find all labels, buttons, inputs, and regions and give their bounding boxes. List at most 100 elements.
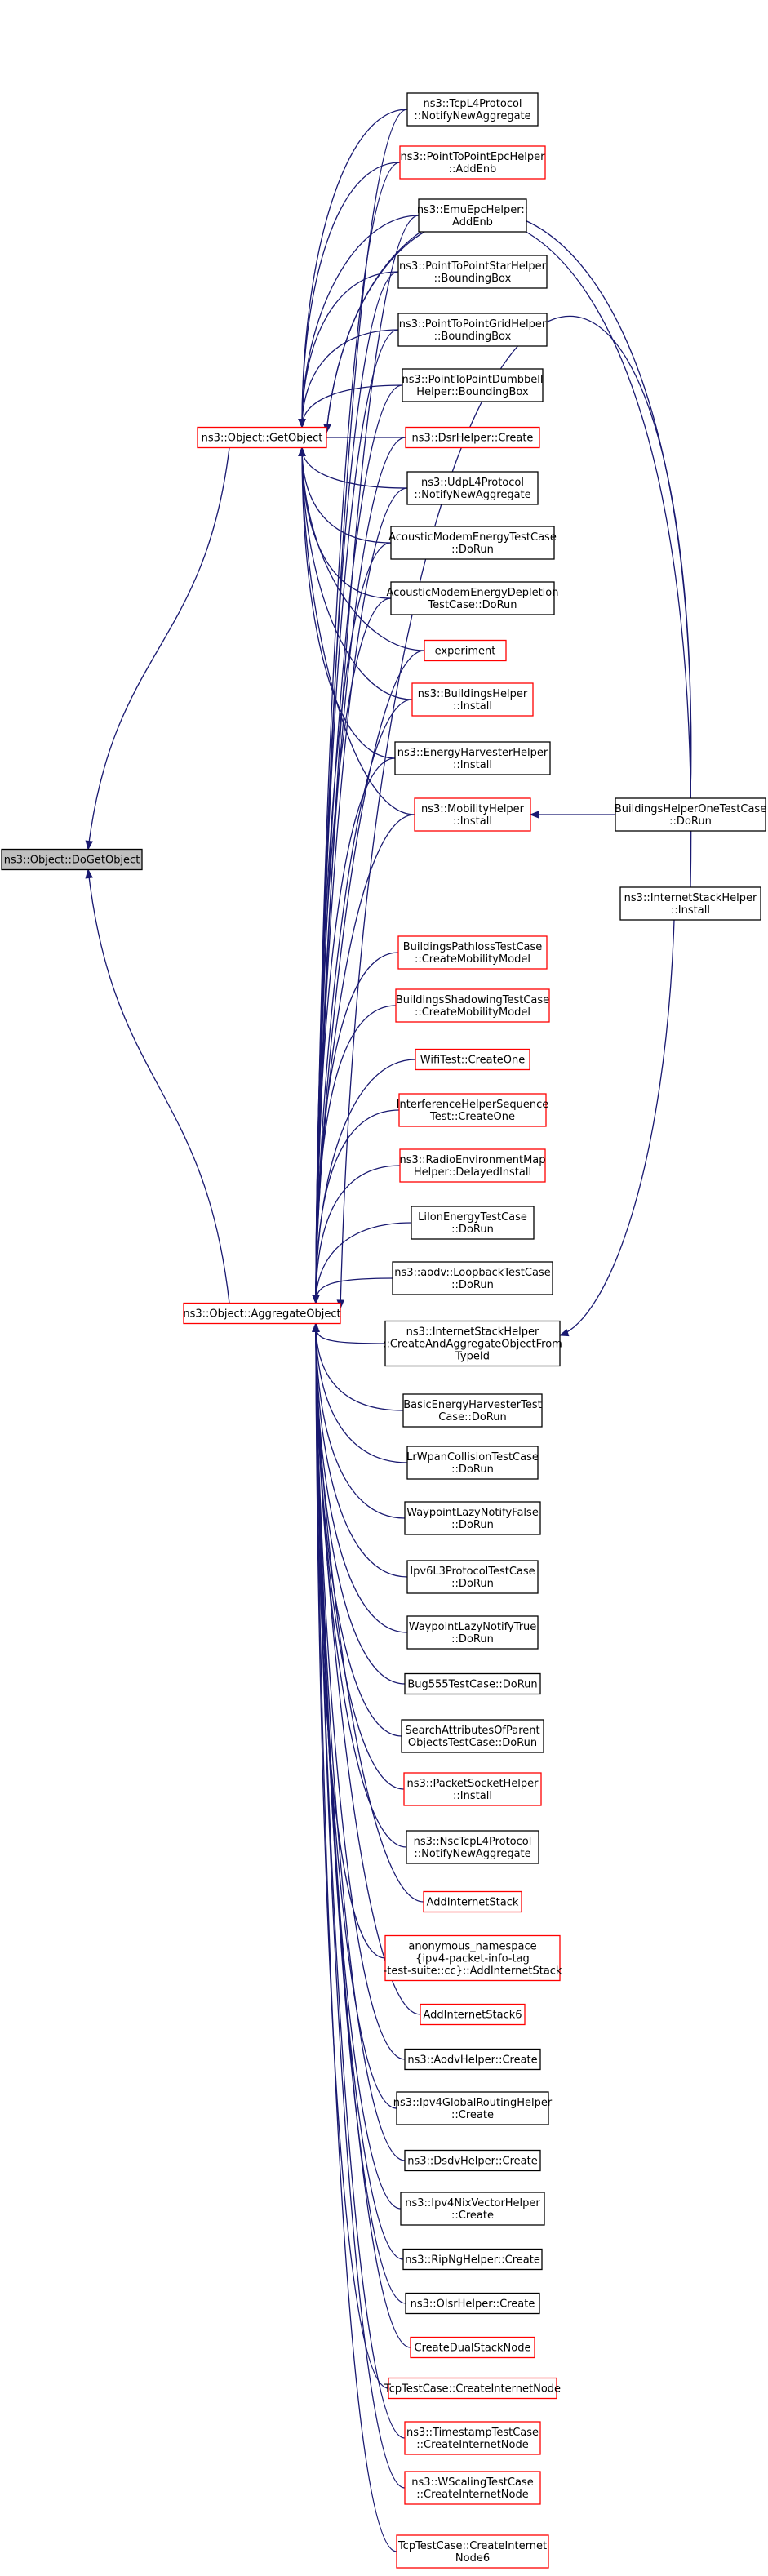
caller-node-addinternet6[interactable]: AddInternetStack6 bbox=[420, 2003, 526, 2026]
caller-node-p2pgrid[interactable]: ns3::PointToPointGridHelper::BoundingBox bbox=[397, 313, 548, 347]
caller-node-label-line: {ipv4-packet-info-tag bbox=[415, 1953, 530, 1965]
caller-node-bug555[interactable]: Bug555TestCase::DoRun bbox=[404, 1672, 541, 1695]
caller-node-box bbox=[414, 797, 531, 832]
caller-node-box bbox=[405, 426, 540, 449]
caller-node-label-line: ::DoRun bbox=[451, 1578, 494, 1590]
caller-node-box bbox=[406, 1615, 539, 1650]
caller-node-tcpcreate[interactable]: TcpTestCase::CreateInternetNode bbox=[384, 2377, 561, 2400]
caller-node-box bbox=[399, 145, 546, 180]
caller-node-label-line: ns3::TcpL4Protocol bbox=[423, 98, 522, 110]
caller-node-p2pstar[interactable]: ns3::PointToPointStarHelper::BoundingBox bbox=[397, 255, 548, 289]
caller-node-tcpl4[interactable]: ns3::TcpL4Protocol::NotifyNewAggregate bbox=[406, 92, 539, 127]
caller-node-box bbox=[396, 2091, 549, 2125]
edge-p2pepc-to-aggregate bbox=[315, 162, 401, 1304]
caller-node-ipv4nix[interactable]: ns3::Ipv4NixVectorHelper::Create bbox=[400, 2192, 545, 2226]
edge-wscaling-to-aggregate bbox=[315, 1323, 406, 2489]
caller-node-radioenv[interactable]: ns3::RadioEnvironmentMapHelper::DelayedI… bbox=[399, 1148, 546, 1183]
hub-node-aggregate[interactable]: ns3::Object::AggregateObject bbox=[183, 1302, 341, 1325]
caller-node-box bbox=[397, 255, 548, 289]
caller-node-label-line: ns3::InternetStackHelper bbox=[624, 892, 757, 904]
caller-node-box bbox=[404, 2471, 541, 2505]
caller-node-box bbox=[404, 1501, 541, 1535]
caller-node-timestamp[interactable]: ns3::TimestampTestCase::CreateInternetNo… bbox=[404, 2421, 541, 2455]
caller-node-label-line: ::DoRun bbox=[451, 1279, 494, 1291]
edge-basicenergy-to-aggregate bbox=[315, 1323, 404, 1411]
caller-node-label-line: AddInternetStack bbox=[427, 1897, 519, 1909]
caller-node-acousticdepl[interactable]: AcousticModemEnergyDepletionTestCase::Do… bbox=[386, 581, 559, 615]
caller-node-olsr[interactable]: ns3::OlsrHelper::Create bbox=[405, 2292, 540, 2315]
caller-node-label-line: ::NotifyNewAggregate bbox=[414, 1848, 530, 1860]
edges-layer bbox=[85, 109, 692, 2552]
root-node-root[interactable]: ns3::Object::DoGetObject bbox=[1, 848, 143, 871]
caller-node-label-line: ns3::BuildingsHelper bbox=[418, 688, 528, 700]
edge-interference-to-aggregate bbox=[315, 1109, 400, 1304]
caller-node-p2pdumbbell[interactable]: ns3::PointToPointDumbbellHelper::Boundin… bbox=[402, 368, 544, 402]
caller-node-interference[interactable]: InterferenceHelperSequenceTest::CreateOn… bbox=[397, 1093, 549, 1127]
caller-node-label-line: ns3::InternetStackHelper bbox=[406, 1326, 539, 1339]
caller-node-p2pepc[interactable]: ns3::PointToPointEpcHelper::AddEnb bbox=[399, 145, 546, 180]
hub-node-getobject[interactable]: ns3::Object::GetObject bbox=[197, 426, 327, 449]
caller-node-wscaling[interactable]: ns3::WScalingTestCase::CreateInternetNod… bbox=[404, 2471, 541, 2505]
caller-node-box bbox=[402, 368, 544, 402]
caller-node-lrwpan[interactable]: LrWpanCollisionTestCase::DoRun bbox=[406, 1446, 539, 1480]
caller-node-label-line: ::Install bbox=[453, 815, 492, 828]
caller-node-label-line: ns3::TimestampTestCase bbox=[406, 2427, 539, 2439]
caller-node-aodvloop[interactable]: ns3::aodv::LoopbackTestCase::DoRun bbox=[392, 1261, 553, 1295]
caller-node-box bbox=[397, 935, 548, 970]
caller-node-box bbox=[418, 198, 527, 233]
caller-node-label-line: BuildingsPathlossTestCase bbox=[403, 941, 543, 953]
edge-experiment-to-getobject bbox=[301, 447, 425, 651]
caller-node-label-line: ns3::AodvHelper::Create bbox=[407, 2054, 537, 2067]
caller-node-dsrhelper[interactable]: ns3::DsrHelper::Create bbox=[405, 426, 540, 449]
caller-node-label-line: ::DoRun bbox=[669, 815, 712, 828]
caller-node-box bbox=[619, 886, 761, 921]
caller-node-experiment[interactable]: experiment bbox=[424, 639, 507, 662]
caller-node-box bbox=[406, 92, 539, 127]
caller-node-label-line: ::NotifyNewAggregate bbox=[414, 110, 530, 122]
caller-node-iscreateagg[interactable]: ns3::InternetStackHelper::CreateAndAggre… bbox=[383, 1320, 562, 1367]
caller-node-energyharvester[interactable]: ns3::EnergyHarvesterHelper::Install bbox=[394, 741, 551, 775]
caller-node-label-line: ::AddEnb bbox=[449, 163, 497, 175]
caller-node-wplazytrue[interactable]: WaypointLazyNotifyTrue::DoRun bbox=[406, 1615, 539, 1650]
caller-node-box bbox=[410, 2336, 535, 2359]
caller-node-dualstack[interactable]: CreateDualStackNode bbox=[410, 2336, 535, 2359]
caller-node-box bbox=[415, 1048, 530, 1071]
caller-node-wplazyfalse[interactable]: WaypointLazyNotifyFalse::DoRun bbox=[404, 1501, 541, 1535]
caller-node-acoustictest[interactable]: AcousticModemEnergyTestCase::DoRun bbox=[388, 526, 557, 560]
caller-node-addinternet[interactable]: AddInternetStack bbox=[423, 1890, 522, 1913]
caller-node-wifitest[interactable]: WifiTest::CreateOne bbox=[415, 1048, 530, 1071]
edge-wplazyfalse-to-aggregate bbox=[315, 1323, 406, 1519]
caller-node-ipv6l3[interactable]: Ipv6L3ProtocolTestCase::DoRun bbox=[406, 1560, 539, 1594]
caller-node-box bbox=[406, 1560, 539, 1594]
caller-node-packetsocket[interactable]: ns3::PacketSocketHelper::Install bbox=[403, 1772, 542, 1806]
caller-node-buildingshelper[interactable]: ns3::BuildingsHelper::Install bbox=[411, 682, 534, 717]
caller-node-bshadowing[interactable]: BuildingsShadowingTestCase::CreateMobili… bbox=[395, 988, 550, 1023]
hub-node-label-line: ns3::Object::AggregateObject bbox=[183, 1308, 340, 1321]
edge-aggregate-to-root bbox=[87, 869, 230, 1304]
caller-node-buildingsonetest[interactable]: BuildingsHelperOneTestCase::DoRun bbox=[615, 797, 766, 832]
caller-node-label-line: Helper::BoundingBox bbox=[416, 386, 529, 398]
caller-node-mobilityhelper[interactable]: ns3::MobilityHelper::Install bbox=[414, 797, 531, 832]
caller-node-liion[interactable]: LiIonEnergyTestCase::DoRun bbox=[411, 1206, 535, 1240]
caller-node-emuepc[interactable]: ns3::EmuEpcHelper::AddEnb bbox=[417, 198, 528, 233]
caller-node-udpl4[interactable]: ns3::UdpL4Protocol::NotifyNewAggregate bbox=[406, 471, 539, 505]
caller-node-nsctcp[interactable]: ns3::NscTcpL4Protocol::NotifyNewAggregat… bbox=[406, 1830, 539, 1864]
edge-aodvloop-to-aggregate bbox=[315, 1277, 393, 1304]
caller-node-bpathloss[interactable]: BuildingsPathlossTestCase::CreateMobilit… bbox=[397, 935, 548, 970]
edge-aggregate-to-root-arrowhead bbox=[85, 868, 93, 879]
caller-node-aodvhelper[interactable]: ns3::AodvHelper::Create bbox=[404, 2048, 541, 2071]
caller-node-internetstackinstall[interactable]: ns3::InternetStackHelper::Install bbox=[619, 886, 761, 921]
caller-node-ripng[interactable]: ns3::RipNgHelper::Create bbox=[402, 2248, 543, 2271]
caller-node-dsdvhelper[interactable]: ns3::DsdvHelper::Create bbox=[404, 2149, 541, 2172]
edge-liion-to-aggregate bbox=[315, 1222, 412, 1304]
caller-node-searchattr[interactable]: SearchAttributesOfParentObjectsTestCase:… bbox=[401, 1719, 544, 1753]
caller-node-anonaddinternet[interactable]: anonymous_namespace{ipv4-packet-info-tag… bbox=[384, 1934, 562, 1982]
caller-node-box bbox=[403, 1772, 542, 1806]
caller-node-ipv4global[interactable]: ns3::Ipv4GlobalRoutingHelper::Create bbox=[393, 2091, 553, 2125]
caller-node-label-line: InterferenceHelperSequence bbox=[397, 1099, 549, 1111]
caller-node-label-line: ::NotifyNewAggregate bbox=[414, 489, 530, 501]
edge-buildingshelper-to-getobject bbox=[301, 447, 413, 700]
